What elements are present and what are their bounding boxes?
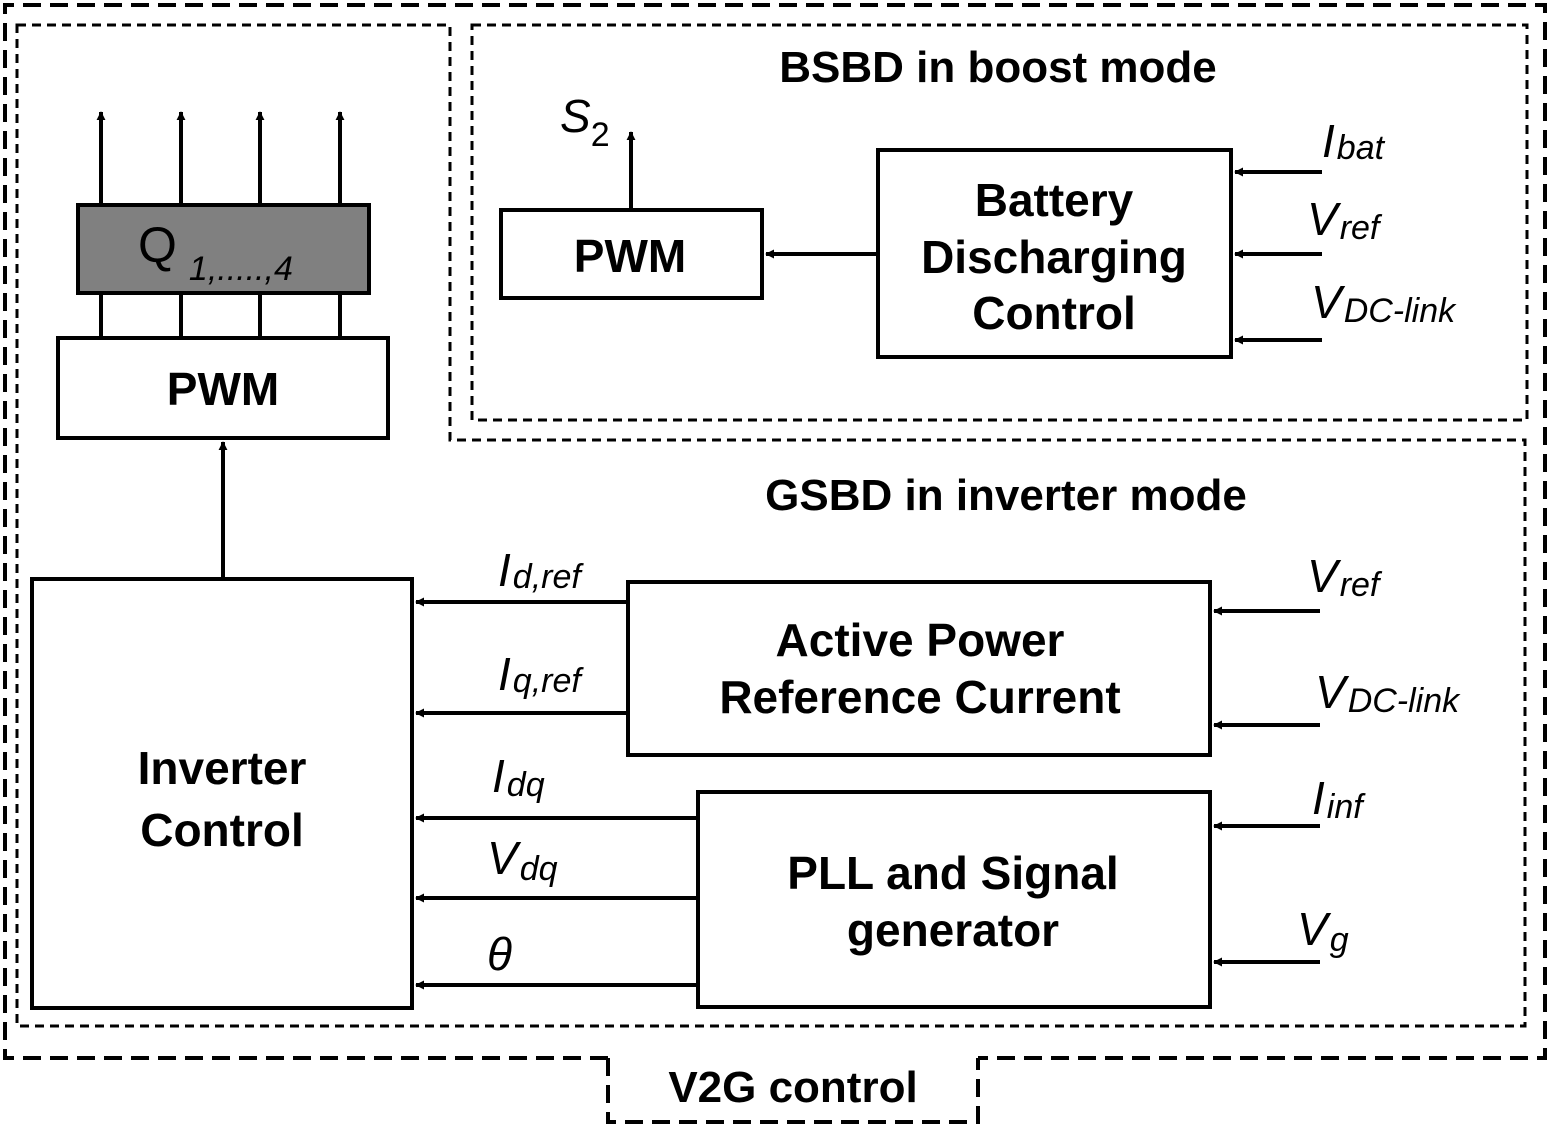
- pll-label-line2: generator: [847, 904, 1059, 956]
- battery-discharging-control-block: [876, 148, 1233, 359]
- vdq-label: Vdq: [487, 832, 558, 888]
- inverter-control-label-2: Control: [140, 804, 304, 856]
- active-power-label-line1: Active Power: [776, 614, 1065, 666]
- idq-label: Idq: [492, 750, 545, 804]
- iinf-label: Iinf: [1312, 772, 1366, 826]
- ibat-label: Ibat: [1322, 115, 1386, 167]
- s2-label: S2: [560, 90, 610, 154]
- switch-block: [76, 203, 371, 295]
- battery-label-line2: Discharging: [921, 231, 1187, 283]
- pll-label-line1: PLL and Signal: [787, 847, 1118, 899]
- inverter-pwm-label: PWM: [167, 363, 279, 415]
- id-ref-label: Id,ref: [498, 544, 584, 596]
- gsbd-title: GSBD in inverter mode: [765, 471, 1247, 520]
- gsbd-input-arrows: [1213, 606, 1320, 967]
- vref-bsbd-label: Vref: [1307, 193, 1383, 247]
- inverter-pwm-block: [56, 336, 390, 440]
- vdclink-bsbd-label: VDC-link: [1311, 276, 1457, 330]
- switch-output-arrows: [96, 111, 345, 205]
- inverter-control-label: Inverter: [138, 742, 307, 794]
- iq-ref-label: Iq,ref: [498, 648, 584, 700]
- pll-signal-generator-block: [696, 790, 1212, 1009]
- pwm-to-switch-lines: [99, 293, 342, 338]
- inverter-section-frame: [15, 23, 1527, 1028]
- active-power-label-line2: Reference Current: [719, 671, 1120, 723]
- bsbd-input-arrows: [1234, 167, 1322, 345]
- battery-label-line1: Battery: [975, 174, 1134, 226]
- v2g-control-label: V2G control: [668, 1063, 917, 1112]
- bsbd-pwm-block: [499, 208, 764, 300]
- vg-label: Vg: [1297, 903, 1349, 959]
- bsbd-title: BSBD in boost mode: [779, 43, 1217, 92]
- signals-to-inverter-arrows: [415, 597, 698, 990]
- vref-gsbd-label: Vref: [1307, 550, 1383, 604]
- active-power-reference-block: [626, 580, 1212, 757]
- bsbd-section-frame: [470, 23, 1529, 422]
- vdclink-gsbd-label: VDC-link: [1315, 666, 1461, 720]
- inverter-control-block: [30, 577, 414, 1010]
- v2g-control-frame: [3, 3, 1547, 1060]
- v2g-label-frame: [606, 1058, 980, 1124]
- theta-label: θ: [487, 928, 512, 980]
- battery-label-line3: Control: [972, 287, 1136, 339]
- bsbd-pwm-label: PWM: [574, 230, 686, 282]
